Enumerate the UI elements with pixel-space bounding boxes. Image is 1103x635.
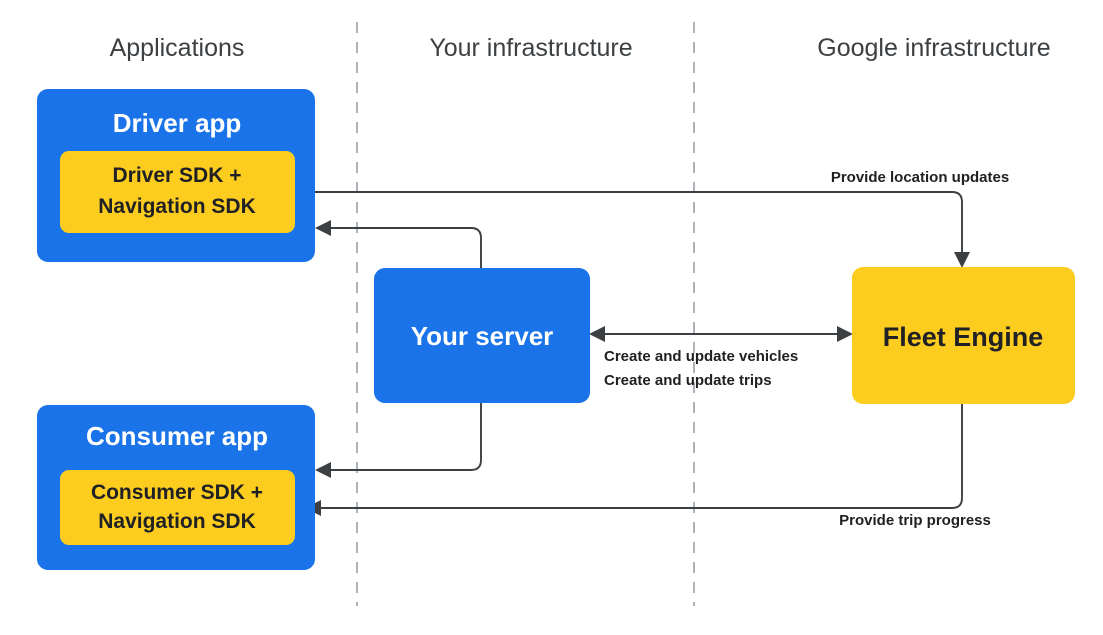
connector-line-driver-to-fleet-engine (296, 191, 963, 261)
column-headers: Applications Your infrastructure Google … (110, 34, 1051, 62)
arrowhead-left-consumer-app (315, 462, 331, 478)
arrowhead-left-your-server (589, 326, 605, 342)
connector-label-create-update-vehicles: Create and update vehicles (604, 348, 798, 365)
column-header-applications: Applications (110, 34, 245, 62)
arrowhead-left-driver-app (315, 220, 331, 236)
column-header-google-infrastructure: Google infrastructure (817, 34, 1050, 62)
your-server-box[interactable] (374, 268, 590, 403)
node-consumer-app[interactable]: Consumer app Consumer SDK + Navigation S… (37, 405, 315, 570)
driver-sdk-label-line-1: Driver SDK + (113, 164, 242, 187)
node-fleet-engine[interactable]: Fleet Engine (852, 267, 1075, 404)
connector-line-fleet-engine-to-consumer-sdk (315, 402, 963, 509)
driver-sdk-label-line-2: Navigation SDK (98, 195, 256, 218)
node-driver-app[interactable]: Driver app Driver SDK + Navigation SDK (37, 89, 315, 262)
connector-your-server-to-driver-app (315, 220, 482, 270)
column-header-your-infrastructure: Your infrastructure (429, 34, 632, 62)
connector-your-server-to-fleet-engine: Create and update vehicles Create and up… (589, 326, 853, 389)
arrowhead-right-fleet-engine (837, 326, 853, 342)
driver-app-title: Driver app (113, 108, 242, 138)
arrowhead-down-fleet-engine (954, 252, 970, 268)
connector-line-your-server-to-driver-app (325, 227, 482, 270)
connector-label-create-update-trips: Create and update trips (604, 372, 772, 389)
consumer-sdk-label-line-2: Navigation SDK (98, 510, 256, 533)
fleet-engine-title: Fleet Engine (883, 322, 1044, 352)
connector-your-server-to-consumer-app (315, 401, 482, 478)
connector-label-provide-trip-progress: Provide trip progress (839, 512, 991, 529)
connectors: Provide location updates Create and upda… (296, 169, 1009, 529)
your-server-title: Your server (411, 321, 554, 351)
consumer-app-title: Consumer app (86, 421, 268, 451)
consumer-sdk-box[interactable] (60, 470, 295, 545)
driver-sdk-box[interactable] (60, 151, 295, 233)
fleet-engine-box[interactable] (852, 267, 1075, 404)
node-your-server[interactable]: Your server (374, 268, 590, 403)
connector-fleet-engine-to-consumer-sdk: Provide trip progress (305, 402, 991, 529)
consumer-sdk-label-line-1: Consumer SDK + (91, 481, 263, 504)
connector-driver-to-fleet-engine: Provide location updates (296, 169, 1009, 268)
connector-label-provide-location-updates: Provide location updates (831, 169, 1009, 186)
connector-line-your-server-to-consumer-app (325, 401, 482, 471)
